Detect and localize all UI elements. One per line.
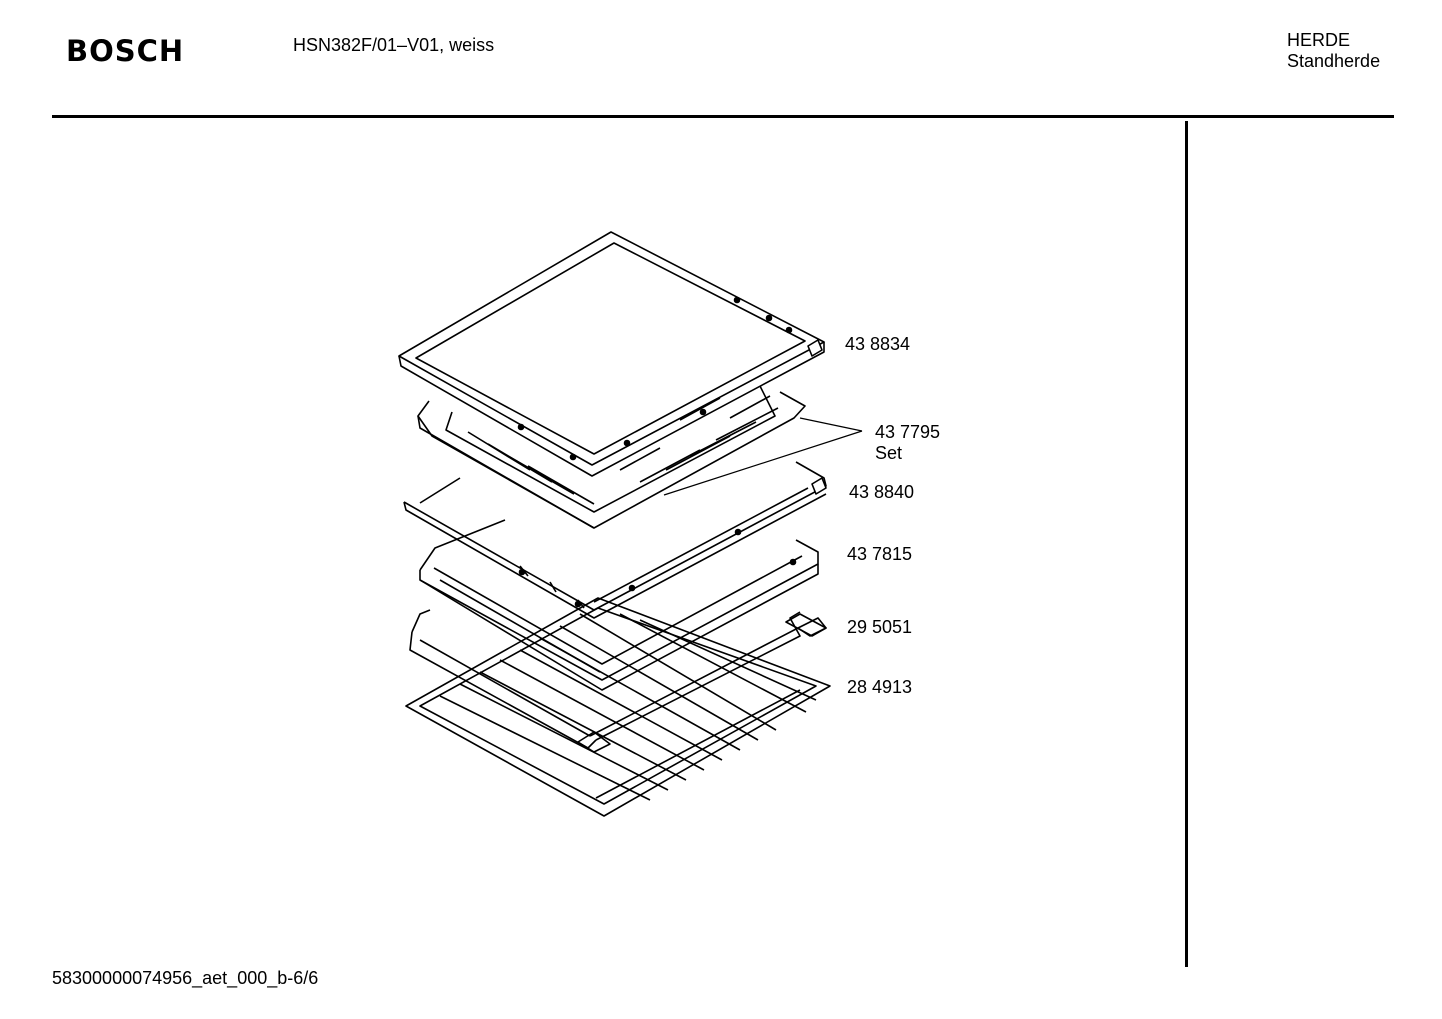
brand-logo: BOSCH: [66, 34, 185, 68]
part-number-set-note: Set: [875, 443, 903, 463]
header-divider: [52, 115, 1394, 118]
part-number-tray-top: 43 8834: [845, 334, 911, 354]
document-id: 58300000074956_aet_000_b-6/6: [52, 968, 319, 988]
wire-grid-shelf: [405, 597, 831, 817]
part-number-set-number: 43 7795: [875, 422, 941, 442]
baking-tray-middle: [403, 461, 827, 619]
baking-tray-flat: [398, 231, 825, 477]
part-number-wire-shelf: 28 4913: [847, 677, 913, 697]
part-number-tray-middle: 43 8840: [849, 482, 915, 502]
set-leader-lines: [663, 417, 863, 496]
category-block: HERDE Standherde: [1287, 30, 1380, 72]
part-number-rail-frame: 29 5051: [847, 617, 913, 637]
universal-pan: [419, 519, 819, 691]
part-number-set: 43 7795 Set: [875, 422, 940, 464]
part-number-universal-pan: 43 7815: [847, 544, 913, 564]
category-sub: Standherde: [1287, 51, 1381, 71]
grill-insert-set: [417, 385, 806, 529]
column-divider: [1185, 121, 1188, 967]
category-main: HERDE: [1287, 30, 1351, 50]
model-title: HSN382F/01–V01, weiss: [293, 35, 495, 55]
pullout-rail-frame: [409, 609, 827, 753]
